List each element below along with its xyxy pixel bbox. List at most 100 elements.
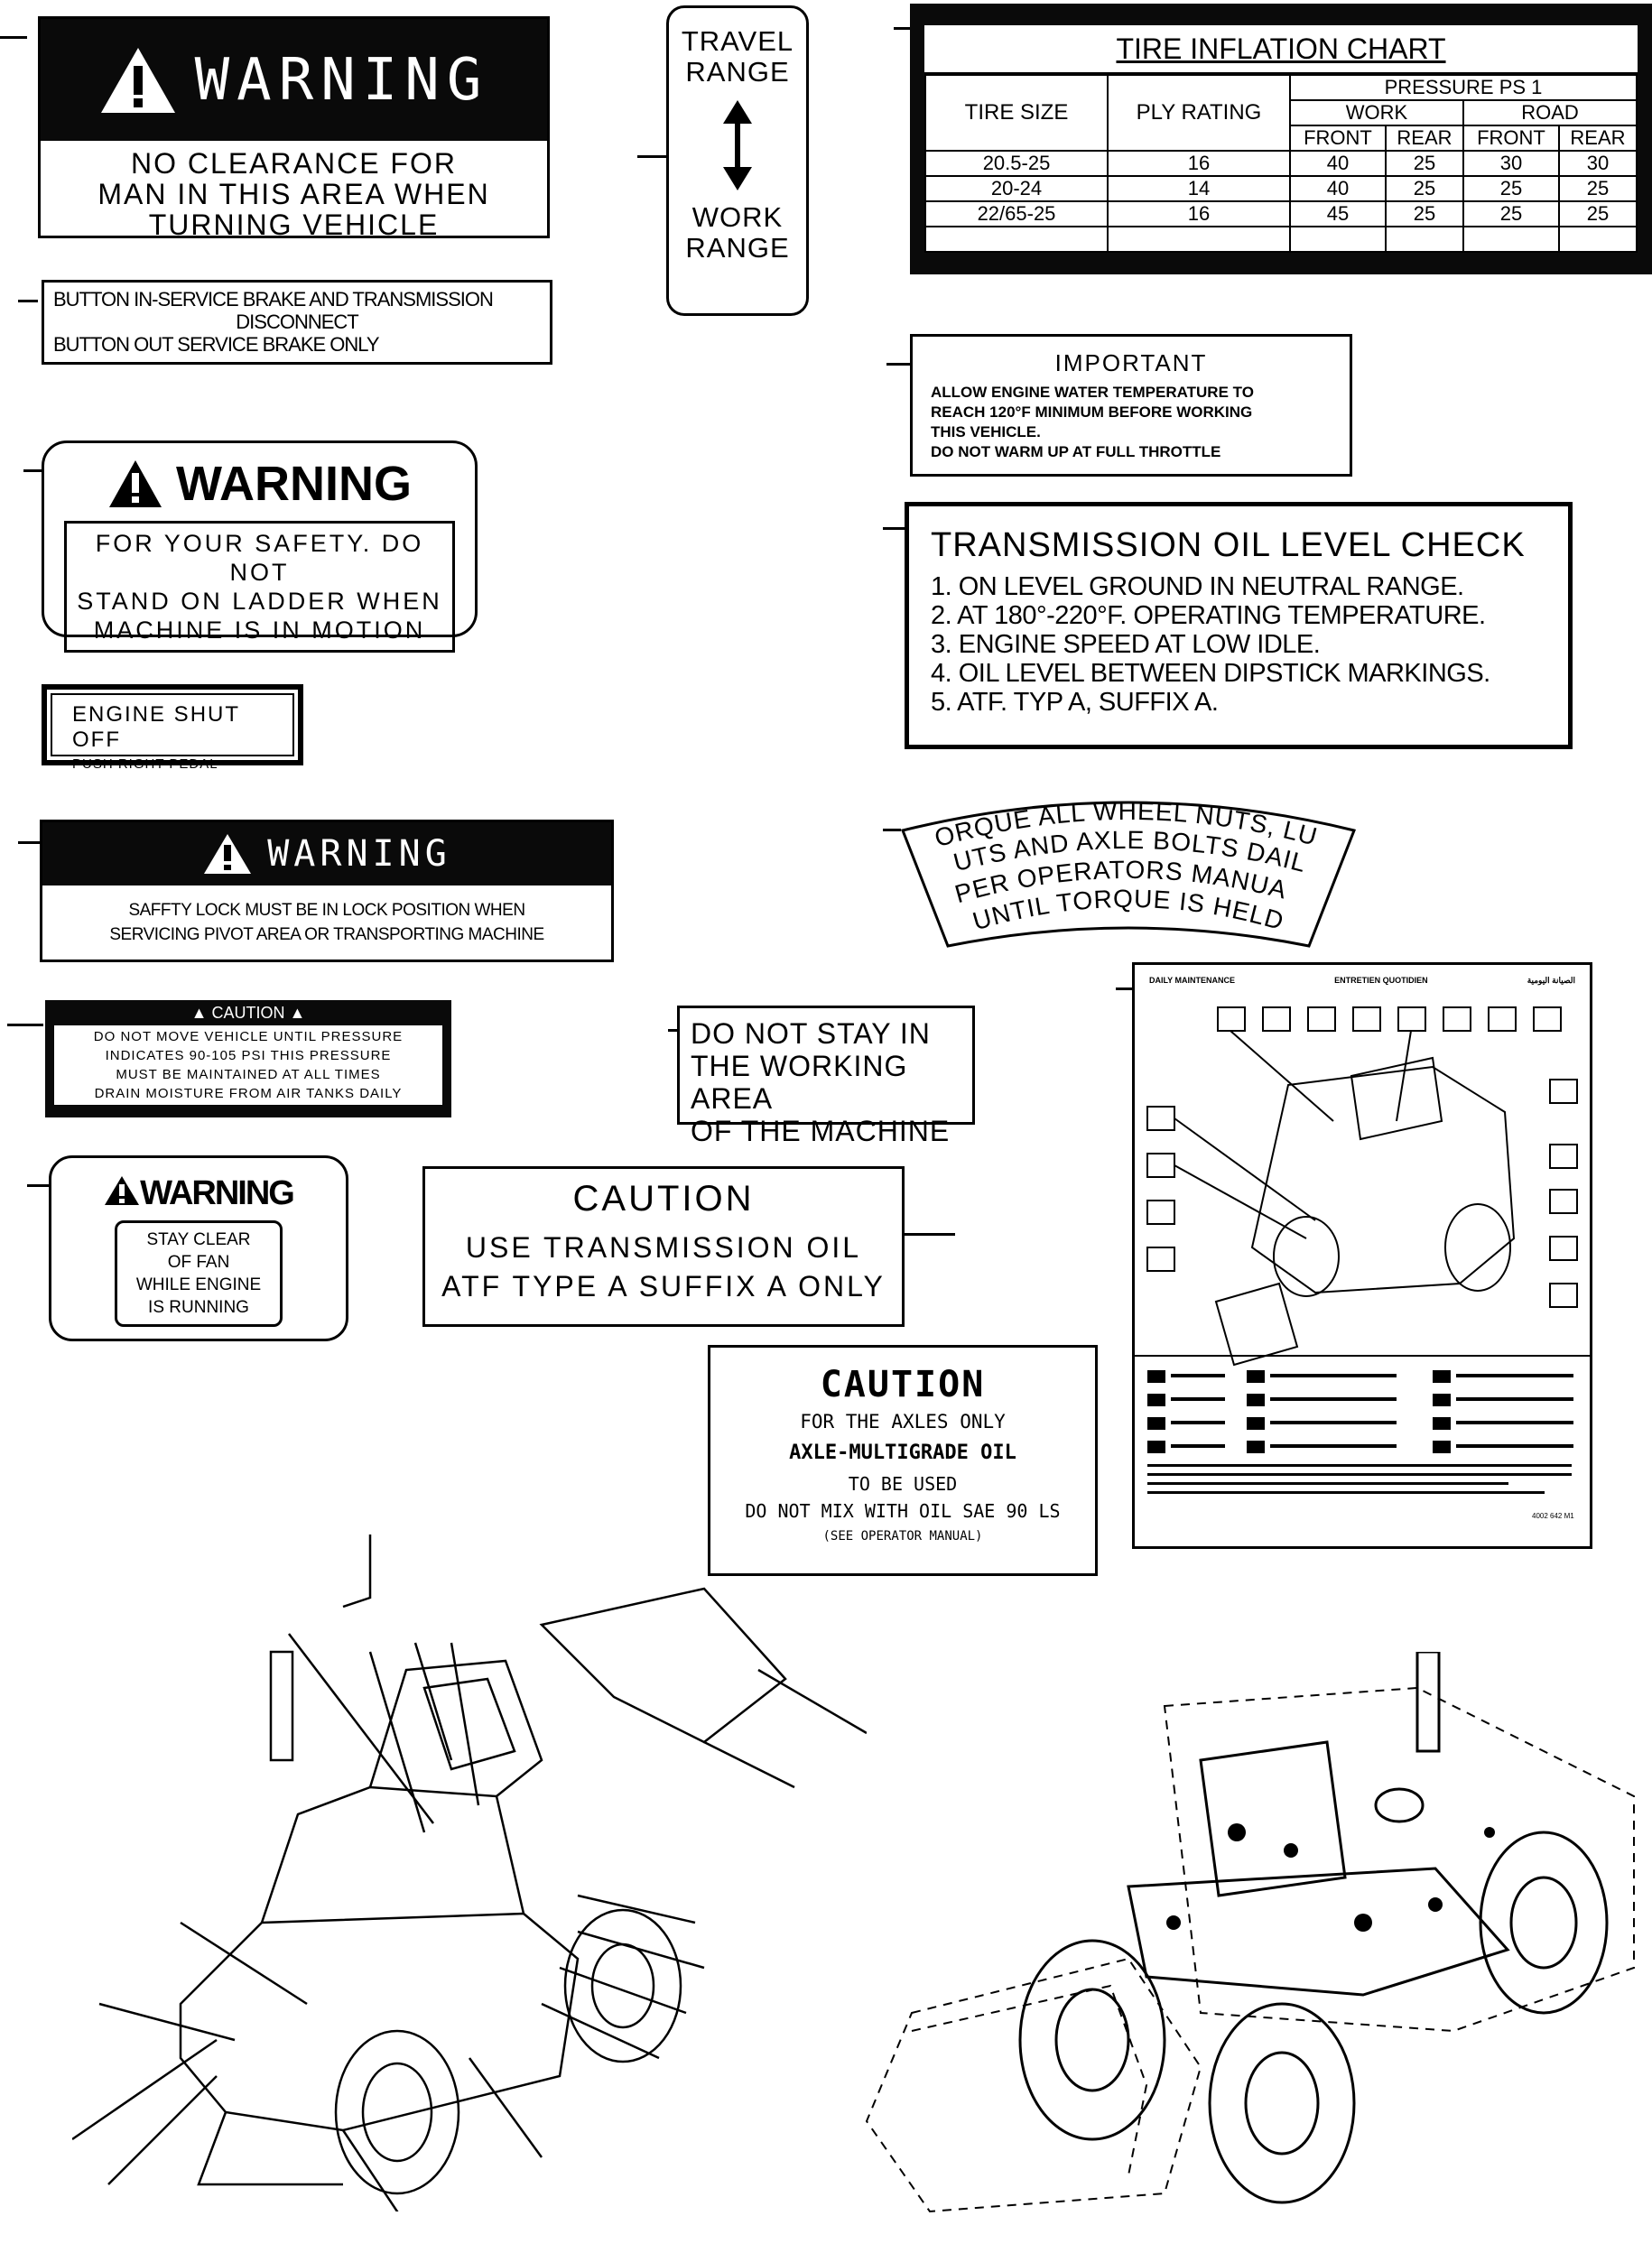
warning-line: MAN IN THIS AREA WHEN bbox=[97, 178, 490, 210]
engine-shutoff-decal: ENGINE SHUT OFF PUSH RIGHT PEDAL bbox=[42, 684, 303, 772]
warning-ladder-decal: WARNING FOR YOUR SAFETY. DO NOT STAND ON… bbox=[42, 440, 478, 653]
caution-line: INDICATES 90-105 PSI THIS PRESSURE bbox=[105, 1048, 392, 1063]
leader-line bbox=[0, 36, 27, 39]
warning-header-text: WARNING bbox=[176, 457, 412, 511]
warning-header-text: WARNING bbox=[194, 46, 489, 114]
leader-line bbox=[668, 1029, 677, 1032]
tire-table: TIRE SIZE PLY RATING PRESSURE PS 1 WORK … bbox=[924, 74, 1638, 253]
warning-safety-lock-decal: WARNING SAFFTY LOCK MUST BE IN LOCK POSI… bbox=[40, 820, 614, 962]
leader-line bbox=[27, 1184, 49, 1187]
torque-decal: TORQUE ALL WHEEL NUTS, LUG NUTS AND AXLE… bbox=[894, 783, 1357, 948]
engine-sub: PUSH RIGHT PEDAL bbox=[72, 756, 218, 772]
caution-line: DO NOT MIX WITH OIL SAE 90 LS bbox=[745, 1500, 1061, 1522]
button-service-decal: BUTTON IN-SERVICE BRAKE AND TRANSMISSION… bbox=[42, 280, 552, 365]
header-front: FRONT bbox=[1289, 125, 1387, 152]
dm-header: DAILY MAINTENANCE bbox=[1149, 976, 1236, 985]
leader-line bbox=[18, 841, 40, 844]
caution-pressure-decal: ▲ CAUTION ▲ DO NOT MOVE VEHICLE UNTIL PR… bbox=[45, 1000, 451, 1117]
warning-header-text: WARNING bbox=[140, 1174, 295, 1212]
cell-size: 20.5-25 bbox=[924, 150, 1109, 177]
cell-value: 40 bbox=[1289, 150, 1387, 177]
leader-line bbox=[905, 1233, 955, 1236]
work-label: WORK bbox=[691, 201, 784, 233]
caution-line: TO BE USED bbox=[848, 1473, 958, 1495]
warning-triangle-icon bbox=[100, 47, 175, 113]
daily-maintenance-chart: DAILY MAINTENANCE ENTRETIEN QUOTIDIEN ال… bbox=[1132, 962, 1592, 1549]
cell-value: 30 bbox=[1557, 150, 1638, 177]
dm-header: الصيانة اليومية bbox=[1527, 976, 1575, 985]
warning-line: STAY CLEAR bbox=[146, 1230, 251, 1249]
leader-line bbox=[1116, 987, 1134, 990]
caution-axle-decal: CAUTION FOR THE AXLES ONLY AXLE-MULTIGRA… bbox=[708, 1345, 1098, 1576]
leader-line bbox=[637, 155, 666, 158]
warning-triangle-icon bbox=[109, 460, 162, 507]
travel-label: TRAVEL bbox=[681, 25, 794, 57]
cell-value: 25 bbox=[1462, 200, 1560, 227]
check-title: TRANSMISSION OIL LEVEL CHECK bbox=[931, 526, 1526, 564]
cell-value: 40 bbox=[1289, 175, 1387, 202]
cell-size: 20-24 bbox=[924, 175, 1109, 202]
warning-clearance-decal: WARNING NO CLEARANCE FOR MAN IN THIS ARE… bbox=[38, 16, 550, 240]
cell-value: 30 bbox=[1462, 150, 1560, 177]
engine-title: ENGINE SHUT OFF bbox=[72, 702, 240, 752]
trans-oil-check-decal: TRANSMISSION OIL LEVEL CHECK 1. ON LEVEL… bbox=[905, 502, 1573, 749]
tire-inflation-chart: TIRE INFLATION CHART TIRE SIZE PLY RATIN… bbox=[910, 4, 1652, 274]
leader-line bbox=[23, 469, 43, 472]
warning-line: IS RUNNING bbox=[148, 1298, 249, 1317]
leader-line bbox=[886, 363, 910, 366]
header-work: WORK bbox=[1289, 99, 1464, 126]
check-step: 2. AT 180°-220°F. OPERATING TEMPERATURE. bbox=[931, 601, 1486, 630]
table-row: 20-24 14 40 25 25 25 bbox=[924, 175, 1638, 202]
double-arrow-icon bbox=[723, 100, 752, 190]
warning-triangle-icon bbox=[204, 834, 252, 874]
important-temp-decal: IMPORTANT ALLOW ENGINE WATER TEMPERATURE… bbox=[910, 334, 1352, 477]
caution-line: ATF TYPE A SUFFIX A ONLY bbox=[441, 1270, 886, 1303]
cell-value: 25 bbox=[1557, 175, 1638, 202]
working-line: DO NOT STAY IN bbox=[691, 1017, 931, 1050]
cell-ply: 14 bbox=[1107, 175, 1291, 202]
warning-triangle-icon bbox=[105, 1176, 140, 1205]
working-line: THE WORKING AREA bbox=[691, 1050, 908, 1115]
warning-line: FOR YOUR SAFETY. DO NOT bbox=[95, 530, 424, 586]
chart-title: TIRE INFLATION CHART bbox=[1116, 32, 1446, 65]
cell-value: 25 bbox=[1384, 175, 1464, 202]
loader-detailed-drawing bbox=[865, 1652, 1635, 2213]
caution-line: FOR THE AXLES ONLY bbox=[800, 1411, 1006, 1432]
working-line: OF THE MACHINE bbox=[691, 1115, 951, 1147]
warning-header: WARNING bbox=[41, 19, 547, 141]
caution-line: DO NOT MOVE VEHICLE UNTIL PRESSURE bbox=[93, 1029, 404, 1044]
caution-trans-oil-decal: CAUTION USE TRANSMISSION OIL ATF TYPE A … bbox=[422, 1166, 905, 1327]
cell-ply: 16 bbox=[1107, 150, 1291, 177]
caution-line: (SEE OPERATOR MANUAL) bbox=[822, 1529, 983, 1544]
warning-line: OF FAN bbox=[167, 1253, 230, 1272]
cell-value: 25 bbox=[1557, 200, 1638, 227]
important-line: ALLOW ENGINE WATER TEMPERATURE TO bbox=[931, 384, 1254, 401]
warning-line: SAFFTY LOCK MUST BE IN LOCK POSITION WHE… bbox=[128, 901, 525, 920]
check-step: 5. ATF. TYP A, SUFFIX A. bbox=[931, 688, 1219, 717]
caution-header: CAUTION bbox=[820, 1364, 986, 1405]
check-step: 3. ENGINE SPEED AT LOW IDLE. bbox=[931, 630, 1321, 659]
important-line: THIS VEHICLE. bbox=[931, 423, 1041, 440]
header-ply: PLY RATING bbox=[1107, 74, 1291, 152]
working-area-decal: DO NOT STAY IN THE WORKING AREA OF THE M… bbox=[677, 1006, 975, 1147]
caution-line: DRAIN MOISTURE FROM AIR TANKS DAILY bbox=[94, 1086, 403, 1101]
leader-line bbox=[7, 1024, 43, 1026]
important-header: IMPORTANT bbox=[1054, 349, 1208, 376]
caution-header: CAUTION bbox=[572, 1179, 755, 1219]
leader-line bbox=[894, 27, 912, 30]
leader-line bbox=[883, 829, 901, 831]
travel-range-decal: TRAVEL RANGE WORK RANGE bbox=[666, 5, 809, 316]
header-rear: REAR bbox=[1384, 125, 1464, 152]
maintenance-illustration: 4002 642 M1 bbox=[1135, 1006, 1590, 1520]
caution-line: AXLE-MULTIGRADE OIL bbox=[789, 1442, 1016, 1464]
button-line: BUTTON IN-SERVICE BRAKE AND TRANSMISSION bbox=[53, 288, 494, 311]
caution-line: MUST BE MAINTAINED AT ALL TIMES bbox=[116, 1067, 381, 1082]
cell-size: 22/65-25 bbox=[924, 200, 1109, 227]
leader-line bbox=[18, 300, 38, 302]
check-step: 4. OIL LEVEL BETWEEN DIPSTICK MARKINGS. bbox=[931, 659, 1490, 688]
cell-value: 25 bbox=[1462, 175, 1560, 202]
cell-ply: 16 bbox=[1107, 200, 1291, 227]
loader-line-drawing bbox=[72, 1534, 867, 2211]
warning-line: STAND ON LADDER WHEN bbox=[77, 588, 442, 615]
header-tire-size: TIRE SIZE bbox=[924, 74, 1109, 152]
